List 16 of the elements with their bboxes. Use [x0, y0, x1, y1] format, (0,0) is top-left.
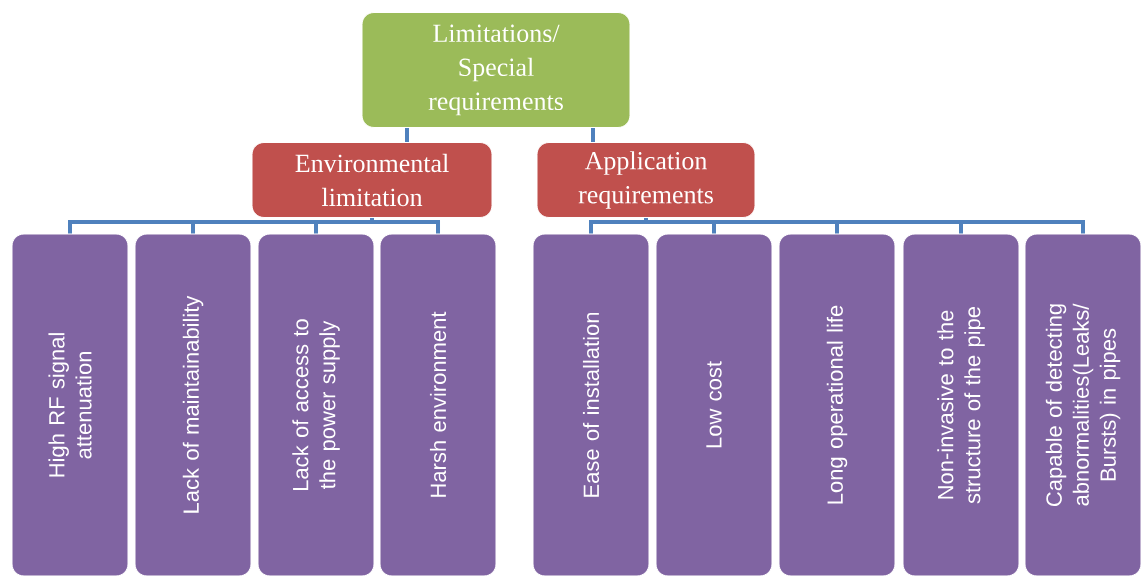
connector-line	[644, 217, 1085, 234]
item-box: Capable of detecting abnormalities(Leaks/ Bursts) in pipes	[1024, 233, 1141, 577]
item-box: Ease of installation	[532, 233, 650, 577]
item-box: High RF signal attenuation	[11, 233, 129, 577]
connector-line	[591, 128, 595, 142]
item-box: Lack of maintainability	[134, 233, 252, 577]
category-box: Application requirements	[536, 142, 756, 218]
category-box: Limitations/ Special requirements	[361, 12, 631, 128]
item-box: Non-invasive to the structure of the pipe	[902, 233, 1020, 577]
item-box: Long operational life	[778, 233, 896, 577]
connector-line	[405, 128, 409, 142]
connector-line	[370, 218, 440, 234]
item-box: Harsh environment	[379, 233, 497, 577]
category-box: Environmental limitation	[251, 142, 493, 218]
item-box: Lack of access to the power supply	[257, 233, 375, 577]
item-box: Low cost	[655, 233, 773, 577]
